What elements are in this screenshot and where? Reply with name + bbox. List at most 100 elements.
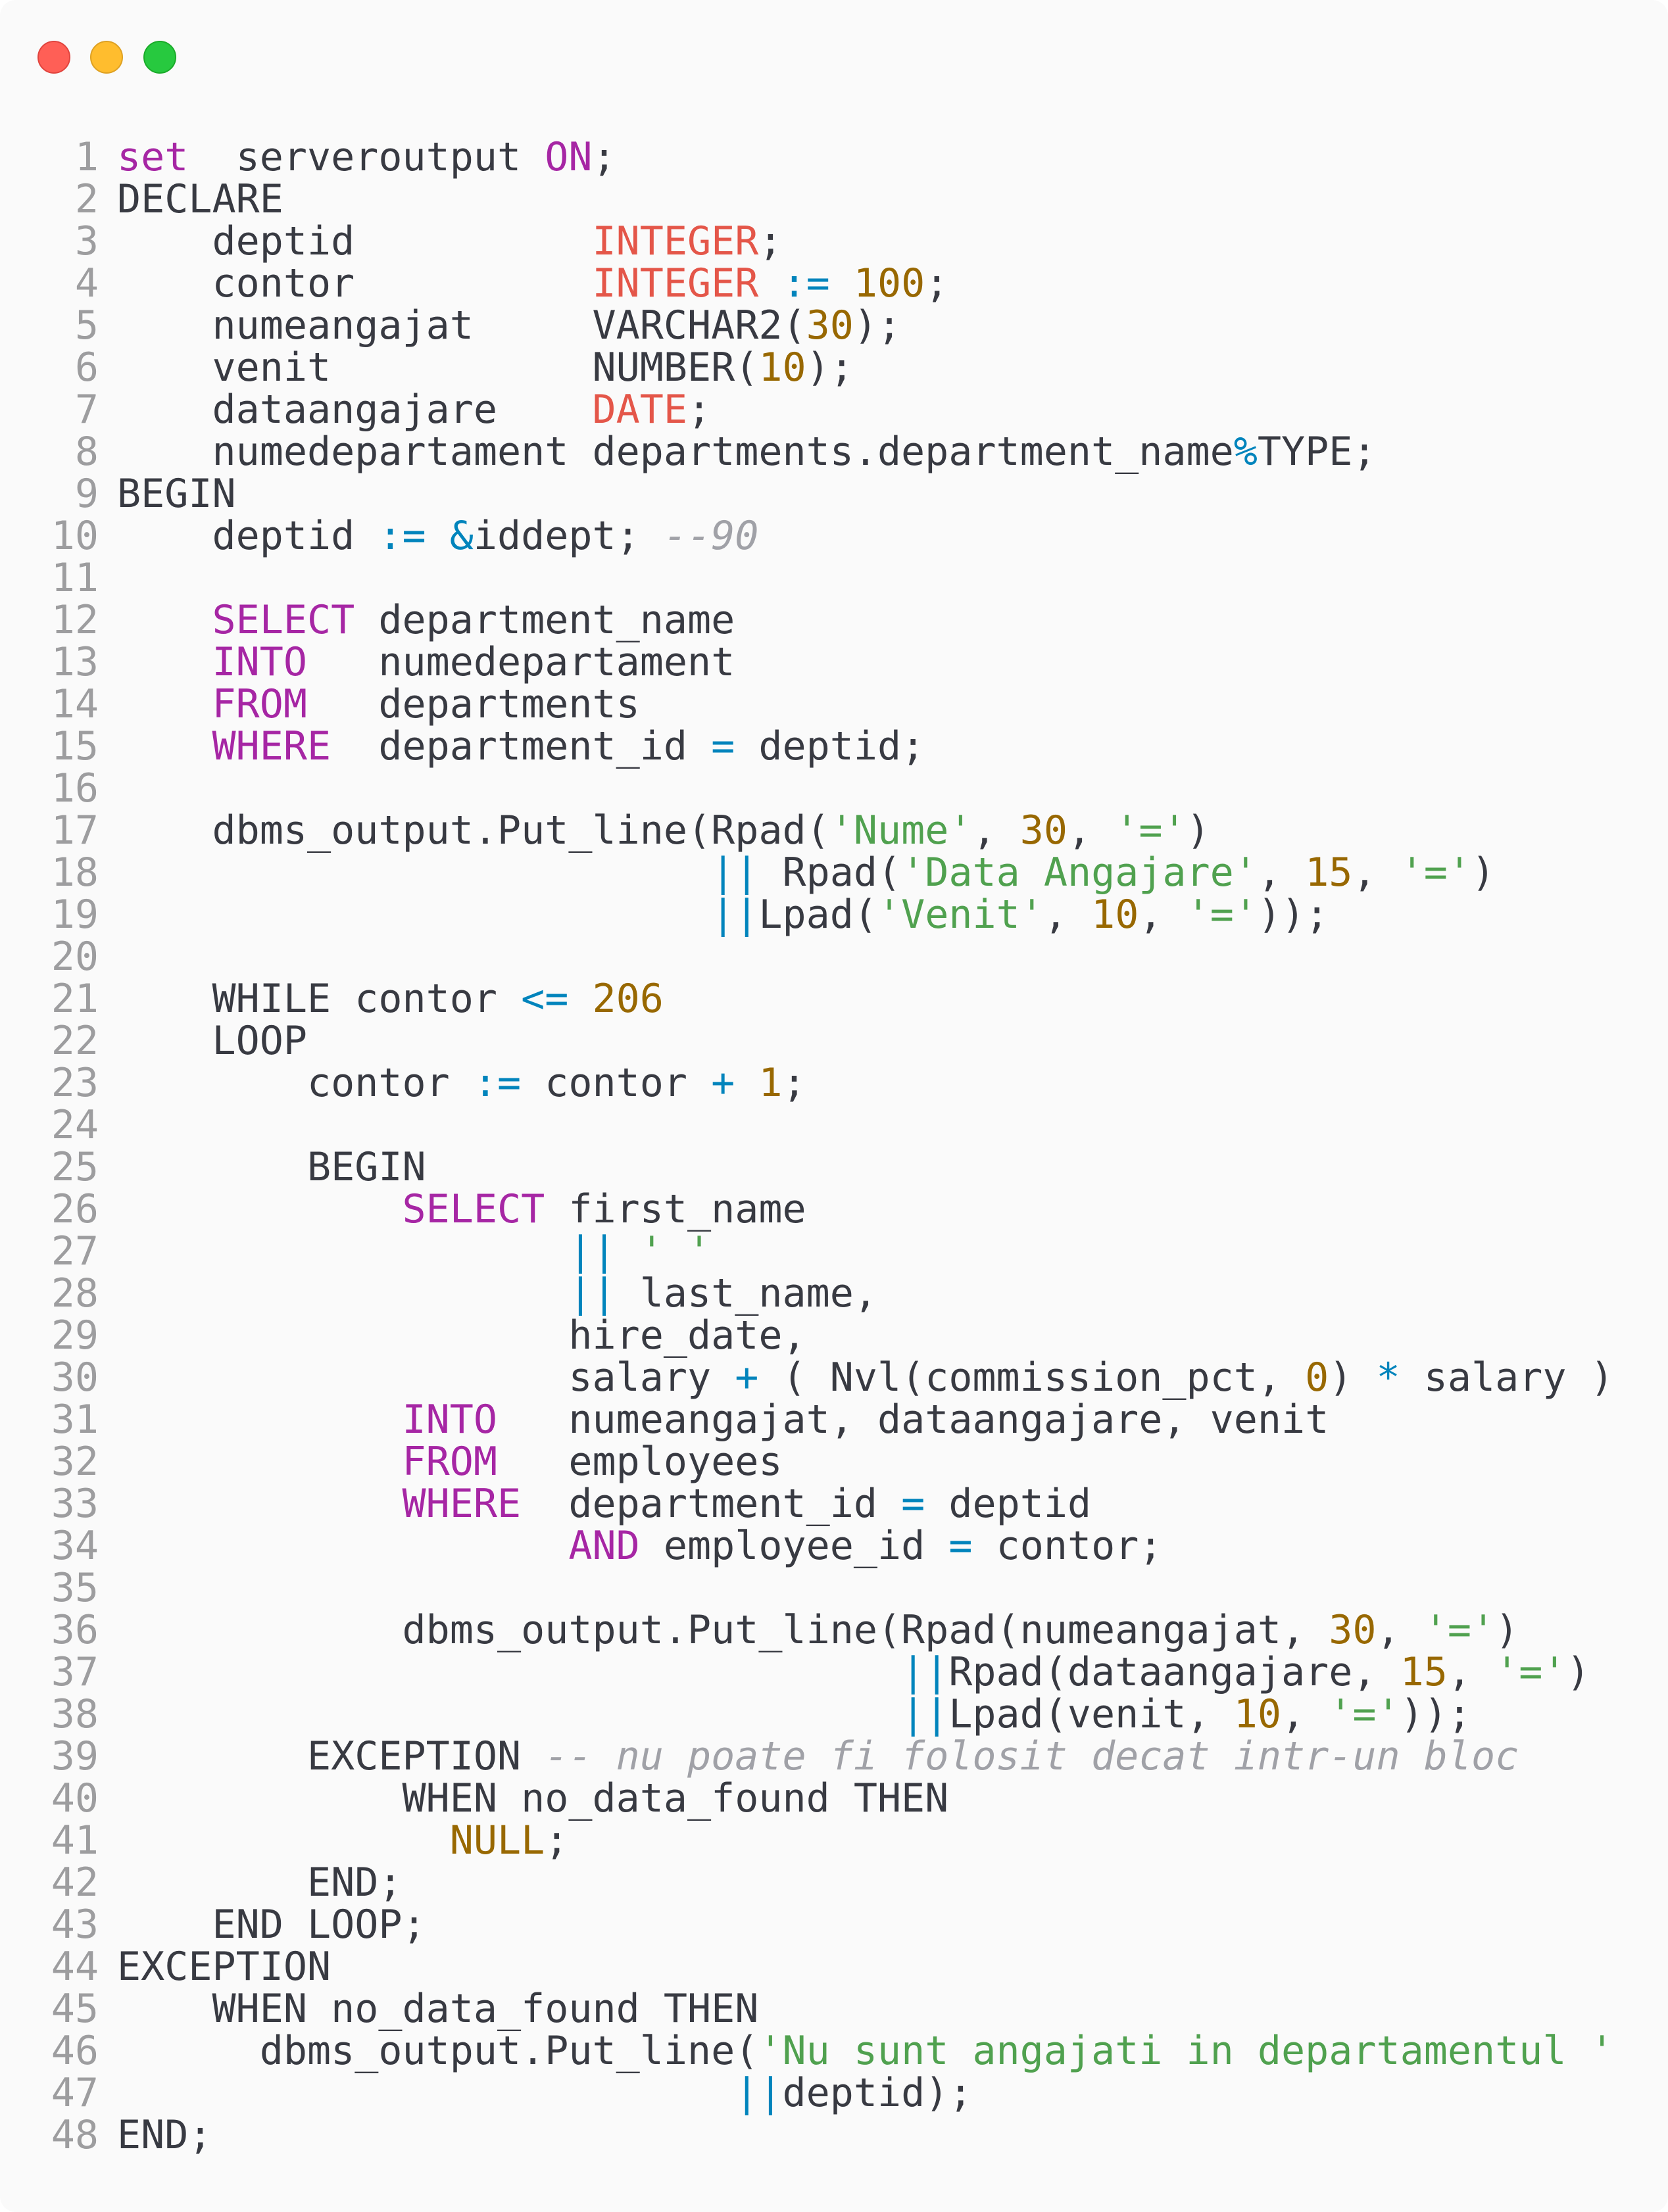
- line-number: 24: [51, 1102, 99, 1148]
- line-text: ||Rpad(dataangajare, 15, '='): [117, 1651, 1668, 1693]
- line-text: ||Lpad(venit, 10, '='));: [117, 1693, 1668, 1735]
- code-token: '=': [1423, 1607, 1496, 1653]
- line-number: 9: [74, 471, 99, 517]
- code-token: ||: [735, 2070, 783, 2116]
- code-token: ,: [1447, 1649, 1496, 1695]
- line-number: 48: [51, 2112, 99, 2158]
- code-token: ): [1495, 1607, 1519, 1653]
- code-token: [830, 260, 854, 306]
- line-number: 4: [74, 260, 99, 306]
- code-token: WHEN no_data_found THEN: [117, 1986, 759, 2032]
- code-token: [117, 1649, 901, 1695]
- code-line: 29 hire_date,: [0, 1314, 1668, 1357]
- code-token: contor: [521, 1060, 712, 1106]
- code-token: :=: [782, 260, 830, 306]
- code-token: ,: [1281, 1691, 1329, 1737]
- line-text: WHERE department_id = deptid;: [117, 725, 1668, 767]
- code-line: 40 WHEN no_data_found THEN: [0, 1777, 1668, 1819]
- code-token: [117, 850, 711, 896]
- line-text: SELECT department_name: [117, 599, 1668, 641]
- code-line: 36 dbms_output.Put_line(Rpad(numeangajat…: [0, 1609, 1668, 1651]
- line-text: END;: [117, 1862, 1668, 1904]
- line-text: EXCEPTION -- nu poate fi folosit decat i…: [117, 1735, 1668, 1777]
- line-number: 36: [51, 1607, 99, 1653]
- code-token: END;: [117, 1860, 403, 1906]
- line-text: FROM employees: [117, 1441, 1668, 1483]
- code-token: [117, 723, 212, 769]
- code-token: ): [1471, 850, 1496, 896]
- code-token: ;: [545, 1817, 569, 1863]
- line-number: 12: [51, 597, 99, 643]
- line-number: 38: [51, 1691, 99, 1737]
- minimize-window-button[interactable]: [90, 41, 123, 74]
- code-token: =: [948, 1523, 973, 1569]
- code-token: WHERE: [212, 723, 331, 769]
- code-token: deptid: [117, 218, 593, 264]
- code-token: INTEGER: [592, 218, 759, 264]
- code-token: ON: [545, 134, 593, 180]
- line-text: [117, 557, 1668, 599]
- code-token: ||: [711, 850, 759, 896]
- line-number: 29: [51, 1312, 99, 1358]
- code-token: first_name: [545, 1186, 806, 1232]
- line-number: 33: [51, 1481, 99, 1527]
- code-line: 13 INTO numedepartament: [0, 641, 1668, 683]
- line-number: 15: [51, 723, 99, 769]
- code-token: LOOP: [117, 1018, 307, 1064]
- code-token: ' ': [639, 1228, 712, 1274]
- code-token: [117, 892, 711, 938]
- code-token: SELECT: [402, 1186, 545, 1232]
- code-token: [117, 1397, 402, 1443]
- code-token: =: [711, 723, 735, 769]
- code-token: department_id: [331, 723, 712, 769]
- line-number: 32: [51, 1439, 99, 1485]
- code-token: Lpad(: [758, 892, 877, 938]
- code-token: [117, 1523, 568, 1569]
- line-text: WHILE contor <= 206: [117, 978, 1668, 1020]
- code-token: ;: [687, 387, 712, 433]
- line-text: dataangajare DATE;: [117, 389, 1668, 431]
- code-token: -- nu poate fi folosit decat intr-un blo…: [545, 1733, 1519, 1779]
- maximize-window-button[interactable]: [143, 41, 176, 74]
- code-token: 'Nume': [829, 807, 973, 854]
- line-number: 26: [51, 1186, 99, 1232]
- code-line: 18 || Rpad('Data Angajare', 15, '='): [0, 852, 1668, 894]
- code-line: 32 FROM employees: [0, 1441, 1668, 1483]
- code-token: ;: [782, 1060, 806, 1106]
- line-number: 28: [51, 1270, 99, 1316]
- code-token: set: [117, 134, 189, 180]
- line-text: [117, 767, 1668, 809]
- code-token: FROM: [212, 681, 308, 727]
- code-token: ): [1566, 1649, 1590, 1695]
- code-line: 7 dataangajare DATE;: [0, 389, 1668, 431]
- code-token: dbms_output.Put_line(: [117, 2028, 759, 2074]
- code-token: 15: [1400, 1649, 1448, 1695]
- code-line: 46 dbms_output.Put_line('Nu sunt angajat…: [0, 2030, 1668, 2072]
- code-token: :=: [378, 513, 426, 559]
- code-token: ,: [1257, 850, 1306, 896]
- line-number: 16: [51, 765, 99, 811]
- line-text: salary + ( Nvl(commission_pct, 0) * sala…: [117, 1357, 1668, 1399]
- code-line: 33 WHERE department_id = deptid: [0, 1483, 1668, 1525]
- close-window-button[interactable]: [37, 41, 70, 74]
- line-text: [117, 1567, 1668, 1609]
- line-text: || last_name,: [117, 1272, 1668, 1314]
- code-token: [758, 260, 782, 306]
- code-token: numeangajat VARCHAR2(: [117, 302, 806, 349]
- code-token: [616, 1228, 640, 1274]
- line-number: 11: [51, 555, 99, 601]
- code-token: END LOOP;: [117, 1902, 426, 1948]
- code-token: ,: [1043, 892, 1092, 938]
- line-number: 20: [51, 934, 99, 980]
- code-line: 8 numedepartament departments.department…: [0, 431, 1668, 473]
- line-text: INTO numedepartament: [117, 641, 1668, 683]
- line-number: 44: [51, 1944, 99, 1990]
- code-line: 10 deptid := &iddept; --90: [0, 515, 1668, 557]
- code-token: salary: [117, 1355, 735, 1401]
- line-number: 25: [51, 1144, 99, 1190]
- code-token: [117, 597, 212, 643]
- code-token: hire_date,: [117, 1312, 806, 1358]
- code-token: [568, 976, 592, 1022]
